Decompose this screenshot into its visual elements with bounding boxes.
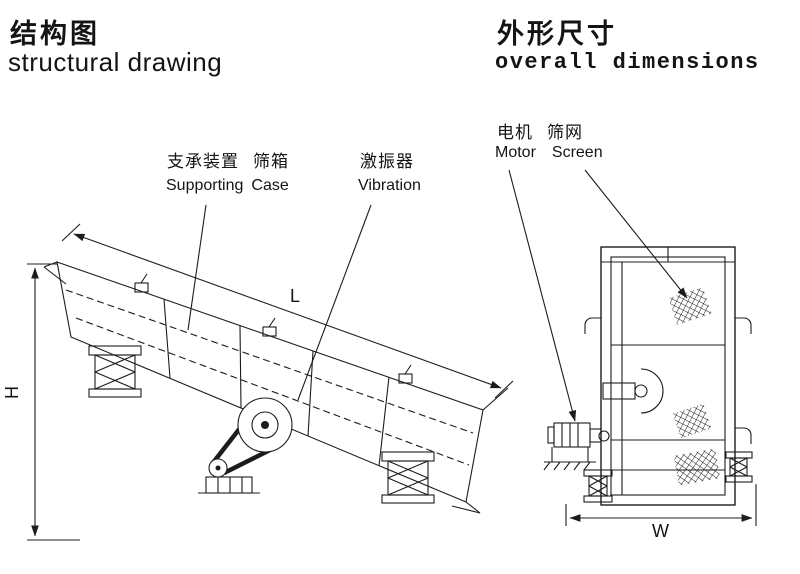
- label-vibration-zh: 激振器: [360, 152, 414, 171]
- spring-support-left: [88, 345, 142, 398]
- dimension-W: [565, 484, 757, 526]
- structural-title-zh: 结构图: [10, 19, 100, 49]
- label-screen-en: Screen: [551, 144, 603, 161]
- clamp-icon: [398, 364, 413, 384]
- dim-label-L: L: [290, 286, 301, 306]
- dimension-H: [27, 263, 80, 541]
- label-motor-en: Motor: [495, 144, 536, 161]
- clamp-icon: [134, 273, 149, 293]
- label-vibration-en: Vibration: [358, 177, 421, 194]
- dim-label-H: H: [2, 386, 22, 399]
- label-supporting-case-en: Supporting Case: [166, 177, 289, 195]
- leader-line-motor: [508, 169, 577, 422]
- end-view-spring-left: [583, 469, 613, 503]
- structural-title-en: structural drawing: [8, 47, 223, 77]
- label-case-en: Case: [251, 177, 289, 194]
- label-supporting-case-zh: 支承装置 筛箱: [167, 147, 289, 172]
- end-view-body: [584, 246, 752, 506]
- label-supporting-zh: 支承装置: [167, 152, 239, 171]
- overall-title-zh: 外形尺寸: [497, 19, 617, 49]
- dim-label-W: W: [652, 521, 669, 541]
- label-motor-screen-en: Motor Screen: [495, 144, 603, 162]
- dimension-L: [61, 223, 514, 411]
- clamp-icon: [262, 317, 277, 337]
- vibration-exciter: [198, 397, 293, 494]
- label-motor-zh: 电机: [497, 123, 533, 142]
- overall-title-en: overall dimensions: [495, 50, 760, 75]
- motor: [543, 422, 610, 471]
- label-screen-zh: 筛网: [547, 123, 583, 142]
- leader-line-supporting-case: [187, 204, 207, 331]
- leader-line-screen: [584, 169, 688, 299]
- label-supporting-en: Supporting: [166, 177, 244, 194]
- spring-support-right: [381, 451, 435, 504]
- label-motor-screen-zh: 电机 筛网: [497, 118, 583, 143]
- end-view-spring-right: [725, 451, 753, 483]
- leader-line-vibration: [297, 204, 372, 401]
- screen-mesh-patches: [668, 287, 721, 486]
- label-case-zh: 筛箱: [253, 152, 289, 171]
- screen-box: [43, 261, 484, 514]
